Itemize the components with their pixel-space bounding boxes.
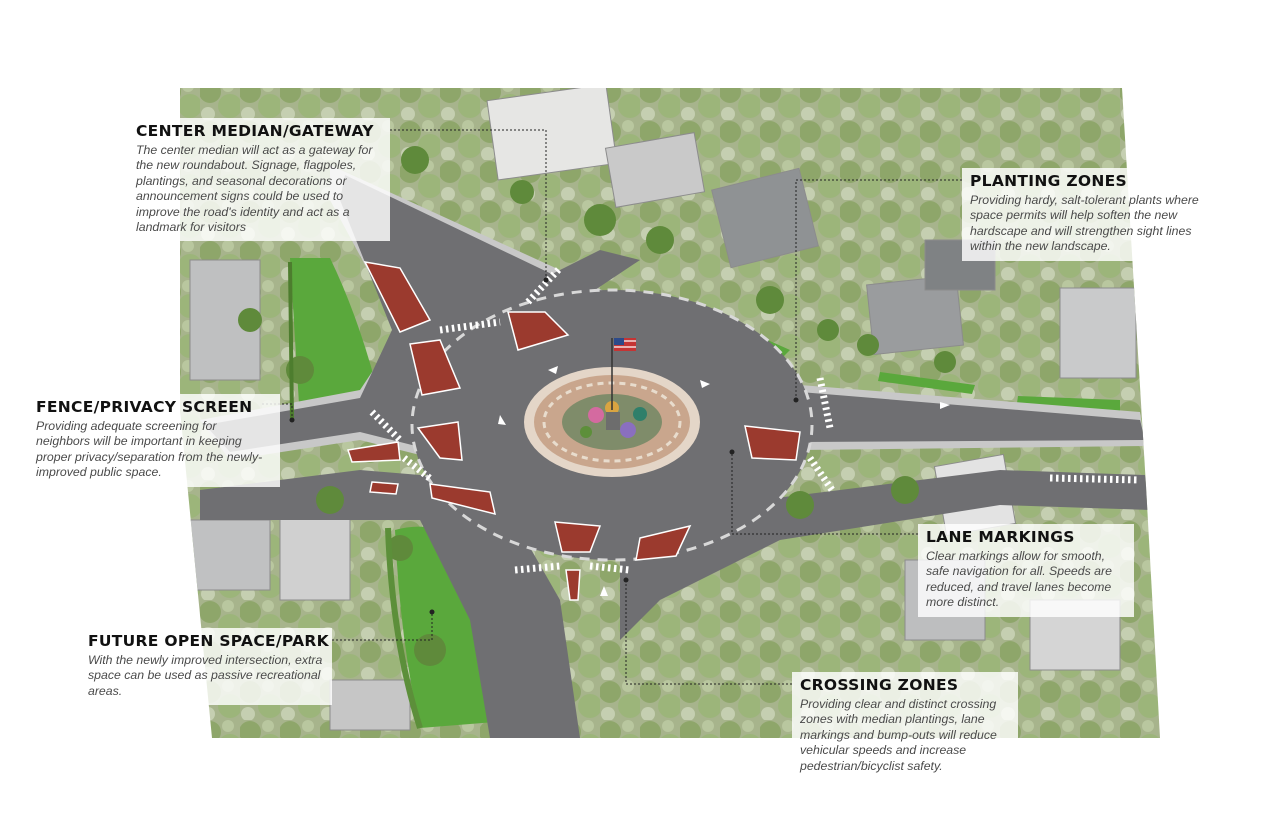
splitter-islands — [347, 261, 801, 601]
street-trees — [238, 146, 956, 666]
callout-title: FUTURE OPEN SPACE/PARK — [88, 632, 329, 650]
houses — [189, 88, 1137, 731]
callout-title: CENTER MEDIAN/GATEWAY — [136, 122, 374, 140]
callout-title: LANE MARKINGS — [926, 528, 1075, 546]
callout-title: PLANTING ZONES — [970, 172, 1127, 190]
callout-body: Clear markings allow for smooth, safe na… — [926, 549, 1112, 610]
callout-body: The center median will act as a gateway … — [136, 143, 373, 235]
callout-lane-markings: LANE MARKINGS Clear markings allow for s… — [918, 524, 1134, 617]
callout-title: FENCE/PRIVACY SCREEN — [36, 398, 253, 416]
callout-title: CROSSING ZONES — [800, 676, 959, 694]
crosswalks — [369, 265, 1141, 574]
callout-center-median: CENTER MEDIAN/GATEWAY The center median … — [128, 118, 390, 242]
callout-planting-zones: PLANTING ZONES Providing hardy, salt-tol… — [962, 168, 1208, 261]
flag — [611, 338, 636, 410]
planting-strip-e — [878, 372, 975, 394]
grass-west — [290, 258, 380, 420]
west-screen — [288, 261, 294, 421]
lane-arrows — [498, 366, 950, 596]
callout-body: Providing adequate screening for neighbo… — [36, 419, 263, 480]
callout-crossing-zones: CROSSING ZONES Providing clear and disti… — [792, 672, 1018, 781]
privacy-fence — [385, 527, 423, 729]
center-island — [524, 367, 700, 477]
callout-open-space: FUTURE OPEN SPACE/PARK With the newly im… — [80, 628, 332, 706]
leader-dots — [289, 277, 799, 615]
callout-body: With the newly improved intersection, ex… — [88, 653, 323, 698]
callout-body: Providing hardy, salt-tolerant plants wh… — [970, 193, 1199, 254]
callout-body: Providing clear and distinct crossing zo… — [800, 697, 997, 773]
callout-fence-privacy: FENCE/PRIVACY SCREEN Providing adequate … — [28, 394, 280, 487]
